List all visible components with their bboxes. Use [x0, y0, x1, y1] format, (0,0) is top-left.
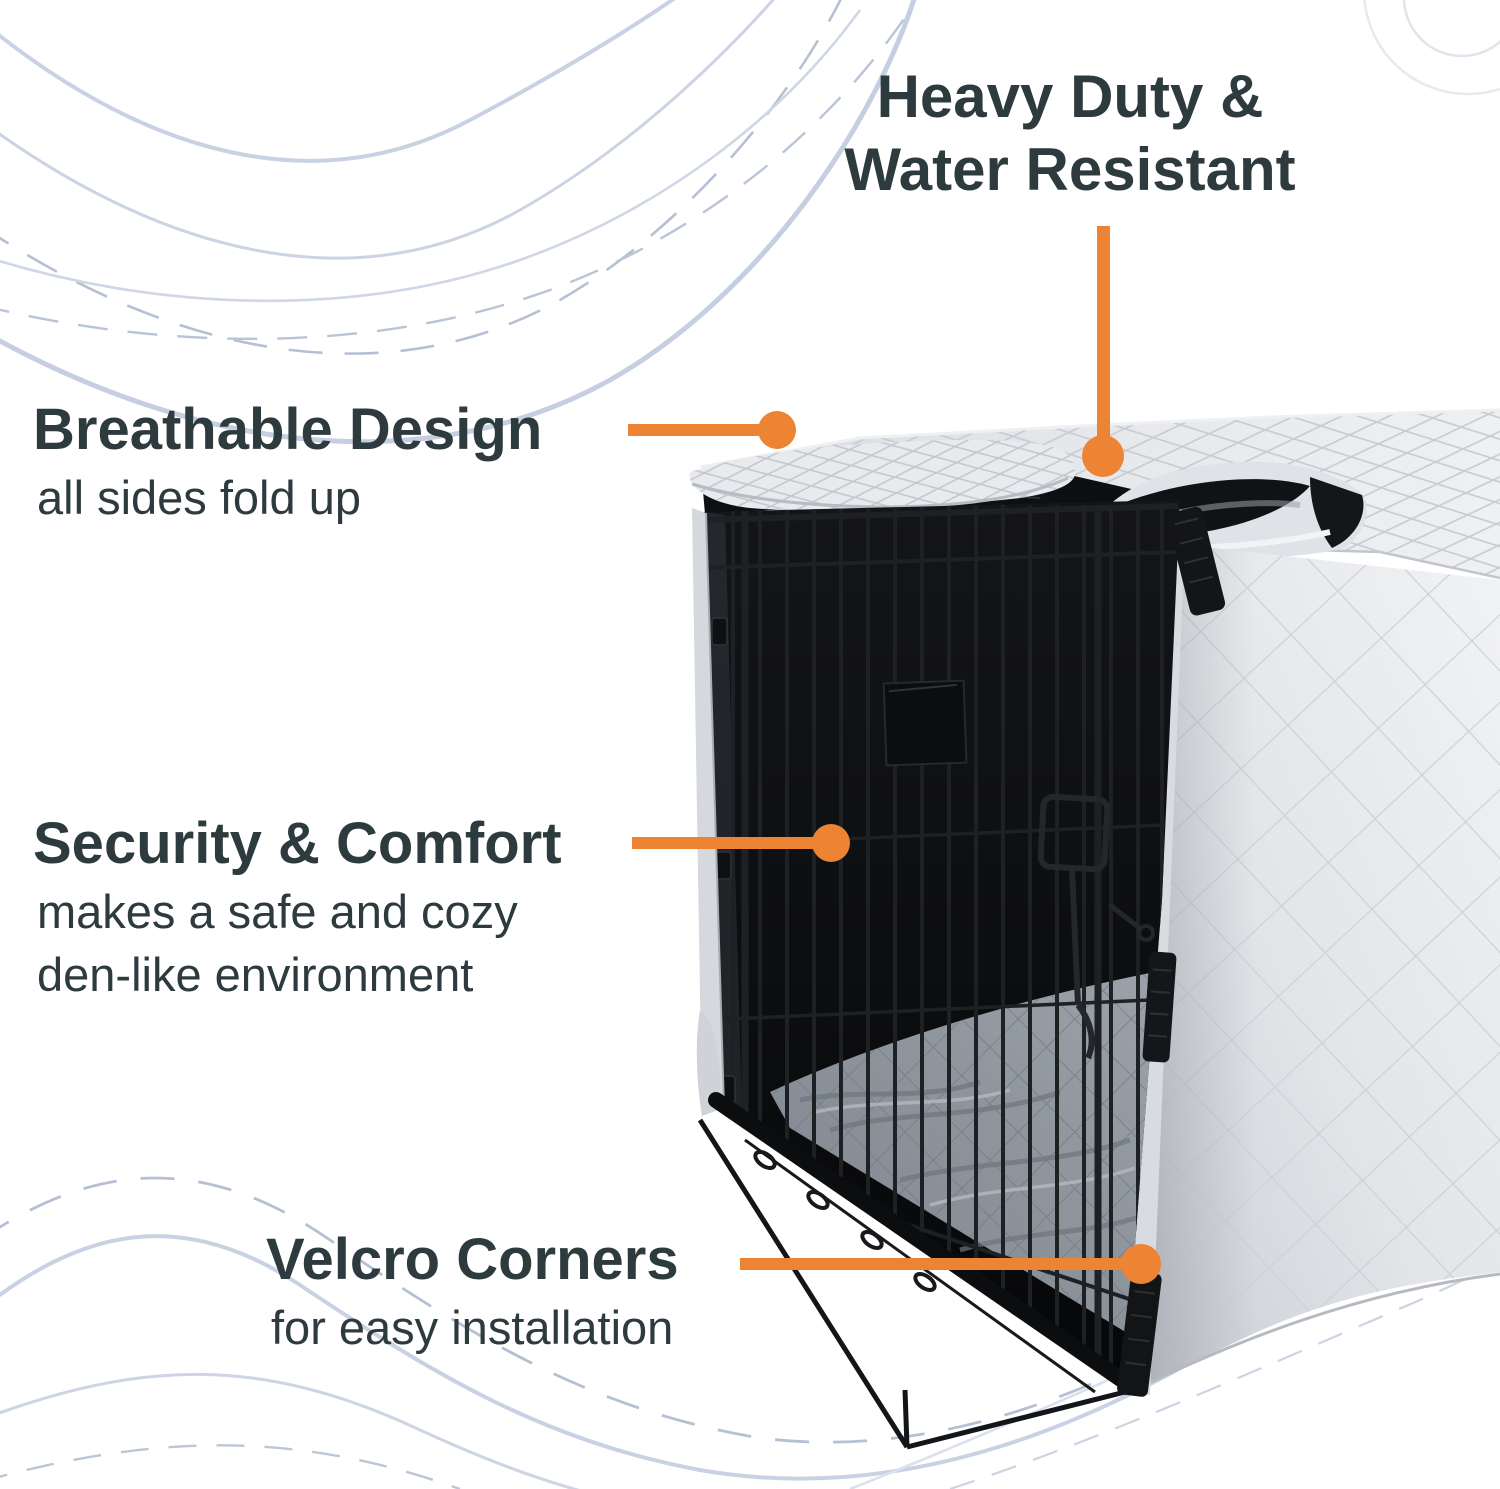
breathable-pointer-dot — [758, 411, 796, 449]
security-pointer-dot — [812, 824, 850, 862]
heavy-duty-pointer-line — [1097, 226, 1110, 437]
callout-security-subtitle-line2: den-like environment — [37, 948, 474, 1001]
breathable-pointer-line — [628, 424, 760, 436]
callout-security-title: Security & Comfort — [33, 811, 562, 876]
heavy-duty-line1: Heavy Duty & — [876, 63, 1264, 130]
callout-breathable-subtitle: all sides fold up — [37, 471, 361, 524]
callout-heavy-duty-title: Heavy Duty & Water Resistant — [770, 60, 1370, 206]
heavy-duty-line2: Water Resistant — [844, 136, 1296, 203]
heavy-duty-pointer-dot — [1082, 435, 1124, 477]
metal-base-frame — [697, 1092, 1136, 1450]
callout-velcro-subtitle: for easy installation — [271, 1301, 674, 1354]
security-pointer-line — [632, 837, 814, 849]
velcro-pointer-dot — [1121, 1244, 1161, 1284]
velcro-strip-bottom — [1117, 1271, 1162, 1397]
left-cover-edge — [692, 508, 725, 1116]
folded-top-flap — [689, 439, 1076, 511]
label-plate — [882, 679, 968, 767]
velcro-corner-strips — [1117, 506, 1226, 1397]
velcro-pointer-line — [740, 1258, 1125, 1270]
door-latch — [1037, 793, 1155, 1060]
callout-breathable-title: Breathable Design — [33, 397, 543, 462]
callout-velcro-title: Velcro Corners — [266, 1227, 679, 1292]
quilted-side-panel — [1118, 505, 1500, 1397]
callout-security-subtitle-line1: makes a safe and cozy — [37, 885, 518, 938]
